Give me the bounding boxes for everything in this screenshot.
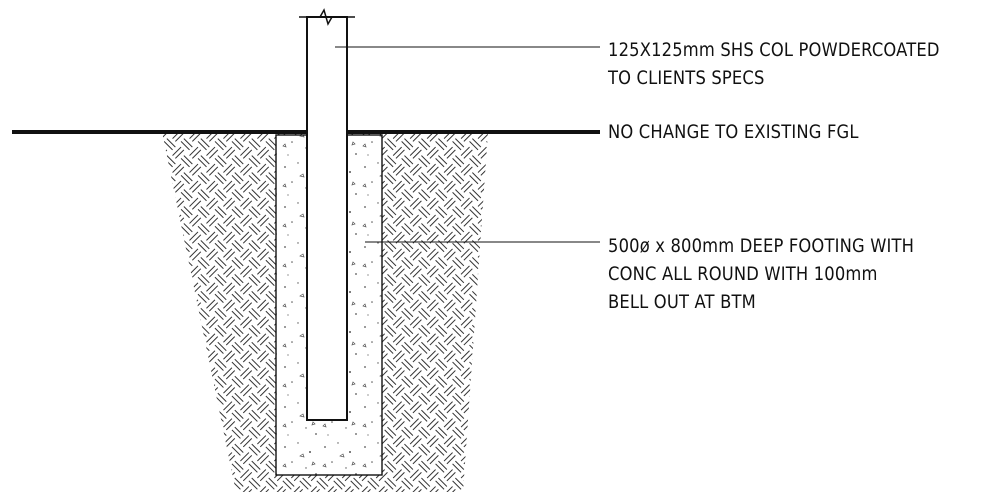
callout-footing-line3: BELL OUT AT BTM: [608, 291, 756, 313]
column-break-symbol: [299, 8, 355, 26]
callout-column-line1: 125X125mm SHS COL POWDERCOATED: [608, 39, 940, 61]
callout-column-line2: TO CLIENTS SPECS: [608, 67, 765, 89]
shs-column: [306, 16, 348, 421]
callout-footing-line1: 500ø x 800mm DEEP FOOTING WITH: [608, 235, 915, 257]
callout-ground: NO CHANGE TO EXISTING FGL: [608, 118, 859, 146]
callout-footing-line2: CONC ALL ROUND WITH 100mm: [608, 263, 878, 285]
callout-ground-line1: NO CHANGE TO EXISTING FGL: [608, 121, 859, 143]
callout-column: 125X125mm SHS COL POWDERCOATED TO CLIENT…: [608, 36, 940, 92]
callout-footing: 500ø x 800mm DEEP FOOTING WITH CONC ALL …: [608, 232, 914, 316]
